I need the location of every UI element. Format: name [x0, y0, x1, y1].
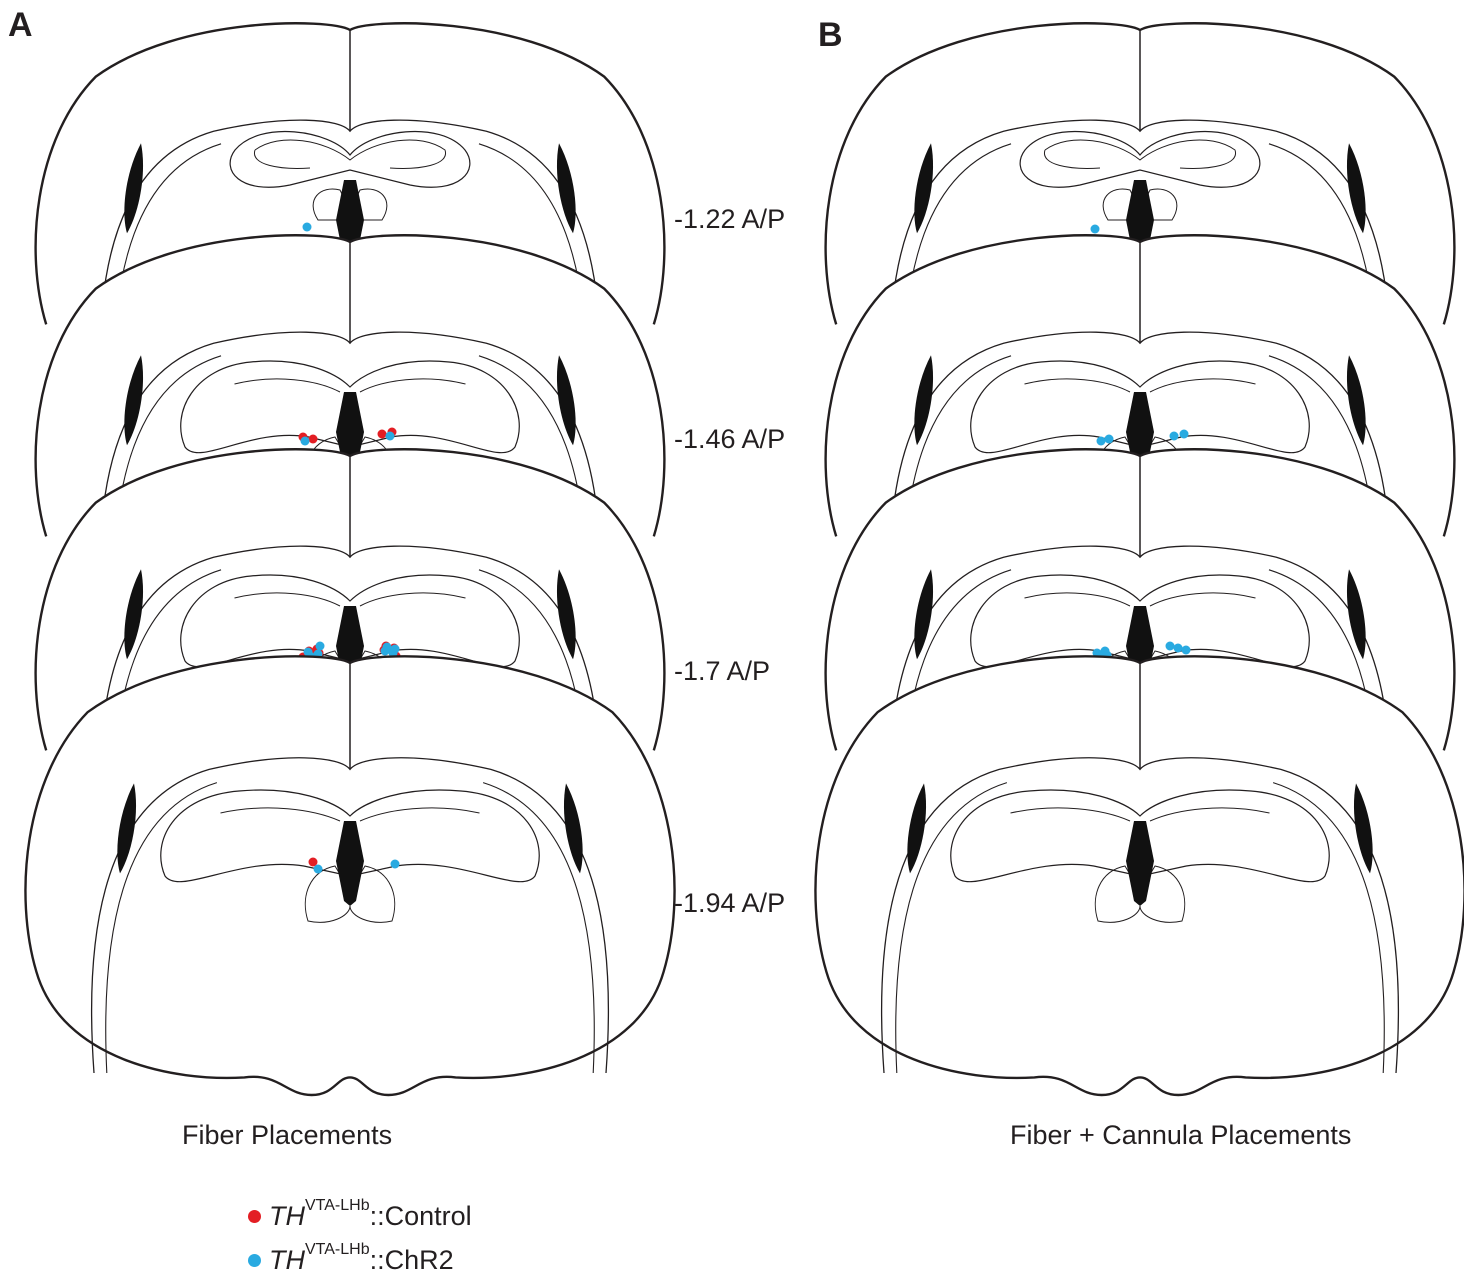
placement-dot-chr2: [1180, 430, 1189, 439]
caption-b: Fiber + Cannula Placements: [1010, 1120, 1351, 1151]
placement-dot-chr2: [381, 647, 390, 656]
placement-dot-chr2: [1170, 432, 1179, 441]
panel-b-sections: [815, 23, 1464, 1095]
legend-control-swatch: [248, 1210, 261, 1223]
placement-dot-chr2: [1097, 437, 1106, 446]
placement-dot-control: [309, 435, 318, 444]
ap-label-3: -1.7 A/P: [674, 656, 770, 687]
legend-control-label: ::Control: [370, 1201, 472, 1232]
panel-letter-b: B: [818, 16, 843, 55]
panel-letter-a: A: [8, 6, 33, 45]
legend-control: TH VTA-LHb ::Control: [248, 1201, 472, 1232]
placement-dot-chr2: [316, 642, 325, 651]
legend-chr2-gene: TH: [269, 1245, 305, 1276]
legend-chr2: TH VTA-LHb ::ChR2: [248, 1245, 454, 1276]
ap-label-1: -1.22 A/P: [674, 204, 785, 235]
placement-dot-chr2: [1091, 225, 1100, 234]
legend-chr2-superscript: VTA-LHb: [305, 1241, 370, 1259]
legend-control-gene: TH: [269, 1201, 305, 1232]
panel-a-sections: [25, 23, 674, 1095]
ap-label-2: -1.46 A/P: [674, 424, 785, 455]
placement-dot-chr2: [1182, 646, 1191, 655]
placement-dot-chr2: [386, 432, 395, 441]
brain-section-b-4: [815, 656, 1464, 1095]
placement-dot-chr2: [303, 223, 312, 232]
legend-chr2-label: ::ChR2: [370, 1245, 454, 1276]
placement-dot-chr2: [1105, 435, 1114, 444]
placement-dot-chr2: [314, 865, 323, 874]
placement-dot-chr2: [1166, 642, 1175, 651]
placement-dot-chr2: [301, 437, 310, 446]
legend-chr2-swatch: [248, 1254, 261, 1267]
ap-label-4: -1.94 A/P: [674, 888, 785, 919]
placement-dot-chr2: [391, 860, 400, 869]
placement-dot-control: [378, 430, 387, 439]
caption-a: Fiber Placements: [182, 1120, 392, 1151]
placement-dot-chr2: [1174, 644, 1183, 653]
legend-control-superscript: VTA-LHb: [305, 1197, 370, 1215]
brain-section-a-4: [25, 656, 674, 1095]
